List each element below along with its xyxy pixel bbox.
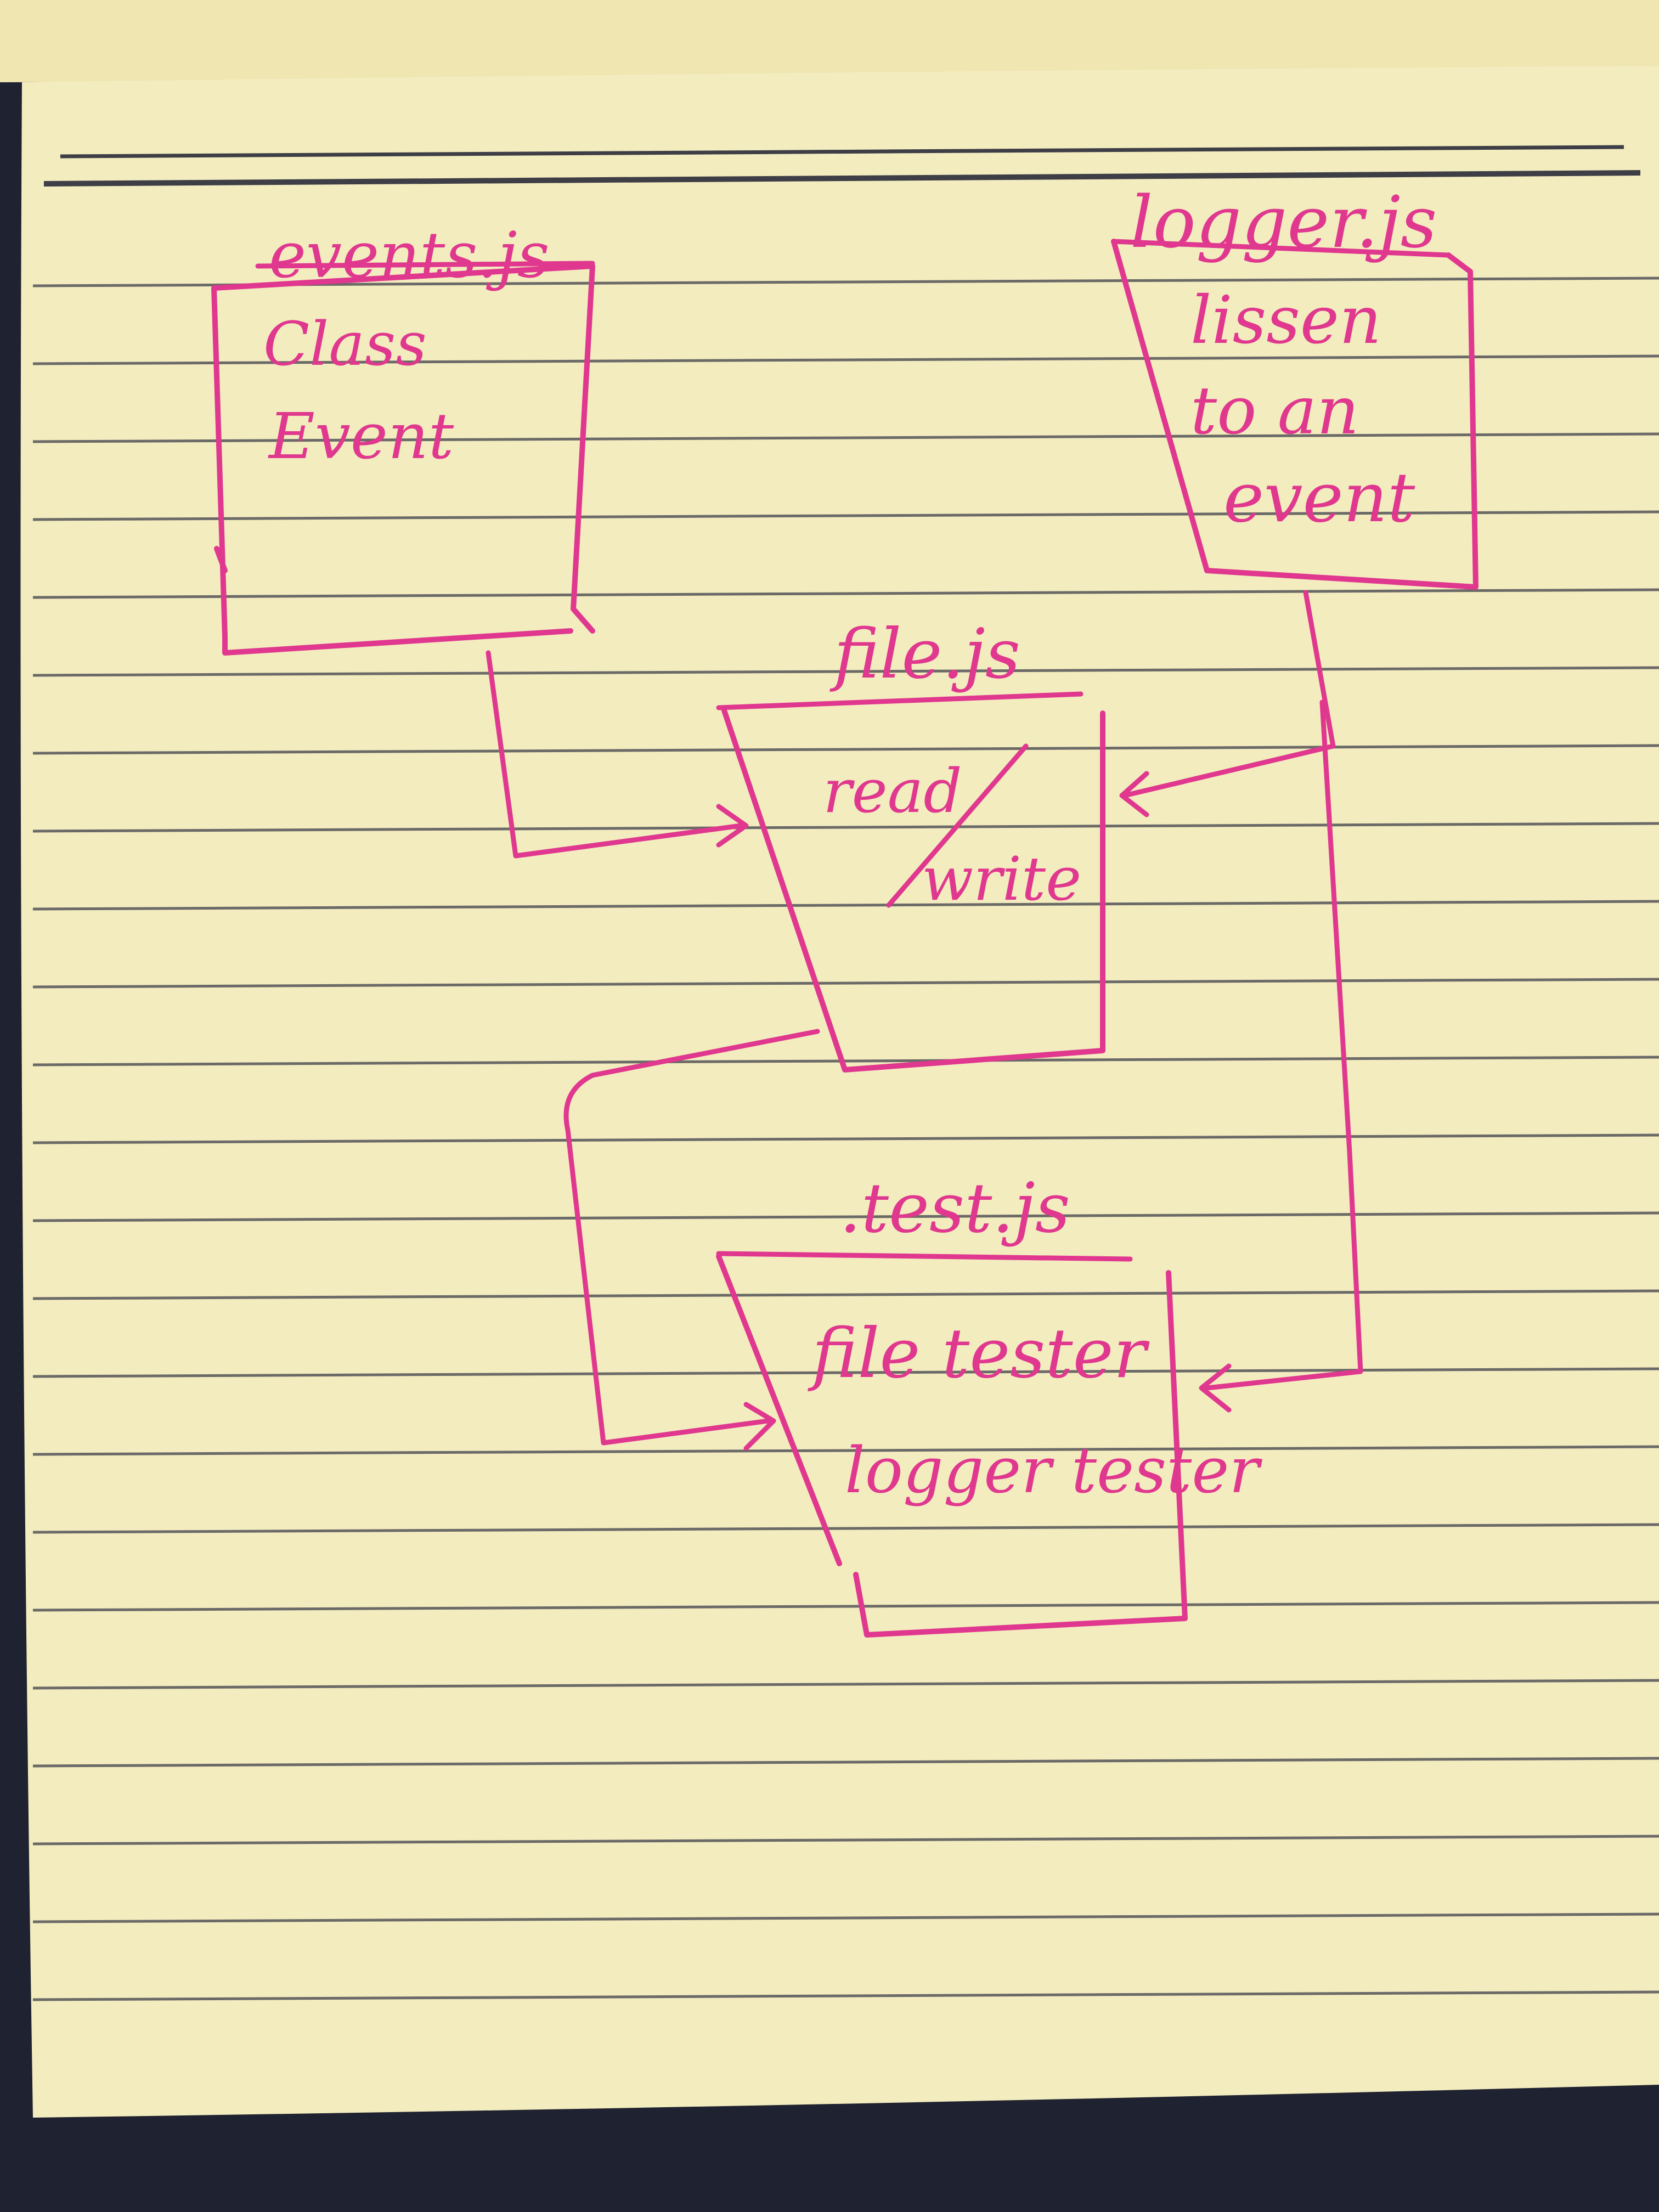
edge-file-to-test xyxy=(563,1029,820,1451)
ruled-line xyxy=(32,1835,1659,1846)
ruled-line xyxy=(32,1757,1659,1768)
events-line-2: Event xyxy=(268,400,454,473)
logger-box xyxy=(1111,239,1479,590)
file-slash xyxy=(886,743,1029,908)
test-title: .test.js xyxy=(839,1169,1070,1248)
test-line-1: file tester xyxy=(808,1314,1150,1393)
events-box xyxy=(211,263,595,656)
ruled-line xyxy=(32,1133,1659,1144)
ruled-line xyxy=(32,1523,1659,1534)
test-box xyxy=(716,1254,1188,1638)
logger-line-1: lissen xyxy=(1190,283,1381,359)
ruled-line xyxy=(32,1211,1659,1222)
file-line-2: write xyxy=(922,844,1081,914)
ruled-line xyxy=(32,588,1659,599)
edge-events-to-file xyxy=(486,650,749,859)
ruled-line xyxy=(32,432,1659,443)
notepad-top-sheet xyxy=(0,0,1659,82)
ruled-line xyxy=(32,666,1659,677)
ruled-line xyxy=(32,1367,1659,1378)
file-box xyxy=(721,708,1105,1073)
ruled-line xyxy=(32,1990,1659,2001)
ruled-line xyxy=(32,1679,1659,1690)
ruled-line xyxy=(32,1289,1659,1300)
ruled-line xyxy=(32,1912,1659,1923)
ruled-line xyxy=(32,354,1659,365)
test-line-2: logger tester xyxy=(845,1434,1262,1508)
ruled-line xyxy=(32,900,1659,911)
logger-node: logger.js lissen to an event xyxy=(1111,180,1479,590)
test-title-underline xyxy=(716,1251,1133,1262)
events-line-1: Class xyxy=(263,309,427,379)
file-title-underline xyxy=(716,691,1084,710)
ruled-line xyxy=(32,822,1659,833)
logger-title-underline xyxy=(1111,239,1451,258)
header-rule xyxy=(43,145,1641,187)
ruled-line xyxy=(32,510,1659,521)
file-line-1: read xyxy=(823,756,962,826)
test-node: .test.js file tester logger tester xyxy=(716,1169,1262,1638)
ruled-line xyxy=(32,978,1659,989)
ruled-line xyxy=(32,1445,1659,1456)
ruled-line xyxy=(32,744,1659,755)
ruled-line xyxy=(32,1601,1659,1612)
edge-logger-to-file xyxy=(1119,590,1336,817)
file-node: file.js read write xyxy=(716,614,1105,1073)
edges xyxy=(486,590,1363,1451)
ruled-line xyxy=(32,1056,1659,1066)
logger-line-3: event xyxy=(1223,458,1415,538)
logger-line-2: to an xyxy=(1190,373,1359,449)
edge-logger-to-test xyxy=(1199,699,1363,1413)
ruled-lines xyxy=(32,276,1659,2001)
events-node: events.js Class Event xyxy=(211,219,595,656)
events-title-underline xyxy=(255,261,595,269)
file-title: file.js xyxy=(830,614,1020,694)
